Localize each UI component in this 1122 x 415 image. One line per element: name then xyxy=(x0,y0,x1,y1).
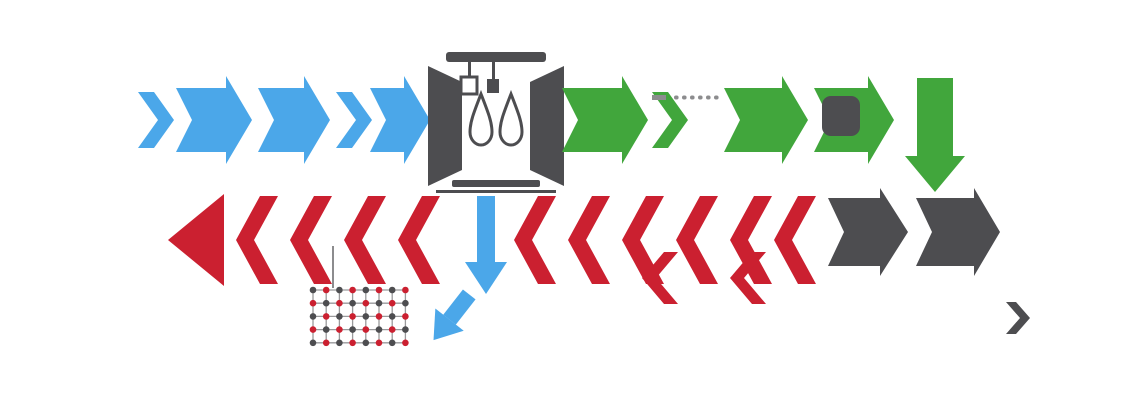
red-chevron-7 xyxy=(622,196,664,284)
lattice-atom xyxy=(375,339,383,347)
apparatus-base-bar xyxy=(452,180,540,187)
blue-down-arrow-head xyxy=(465,262,507,294)
lattice-atom xyxy=(336,339,343,347)
red-arrow-flow xyxy=(168,194,816,304)
lattice-atom xyxy=(336,286,343,294)
lattice-atom xyxy=(322,299,330,307)
lattice-atom xyxy=(362,299,370,307)
lattice-atom xyxy=(309,339,317,347)
dashed-annotation xyxy=(652,95,722,100)
lattice-atom xyxy=(349,299,356,307)
sample-pellet-icon xyxy=(822,96,860,136)
lattice-atom xyxy=(375,299,383,307)
lattice-atom xyxy=(402,299,409,307)
lattice-atom xyxy=(388,299,396,307)
lattice-atom xyxy=(349,286,356,294)
lattice-atom xyxy=(349,326,356,333)
red-chevron-5 xyxy=(514,196,556,284)
droplet-icon-1 xyxy=(468,89,494,147)
lattice-atom xyxy=(388,326,396,333)
lattice-atom xyxy=(402,286,409,294)
lattice-atom xyxy=(388,339,396,347)
apparatus-outlined-parts xyxy=(459,75,524,147)
lattice-atom xyxy=(336,313,343,320)
lattice-atom xyxy=(402,326,409,333)
red-chevron-8 xyxy=(676,196,718,284)
red-chevron-4 xyxy=(398,196,440,284)
green-arrow-1 xyxy=(562,76,648,164)
blue-angled-arrow-shaft xyxy=(443,289,476,325)
lattice-atom xyxy=(375,326,383,333)
red-chevron-1 xyxy=(236,196,278,284)
blue-arrow-2 xyxy=(258,76,330,164)
red-chevron-6 xyxy=(568,196,610,284)
lattice-atom xyxy=(402,339,409,347)
green-arrow-flow xyxy=(562,76,965,192)
lattice-atoms xyxy=(309,286,409,347)
blue-angled-arrow-head xyxy=(433,308,464,341)
droplet-icon-2 xyxy=(498,89,524,147)
lattice-atom xyxy=(336,299,343,307)
lattice-atom xyxy=(322,326,330,333)
lattice-atom xyxy=(349,339,356,347)
red-arrowhead xyxy=(168,194,224,286)
lattice-atom xyxy=(375,286,383,294)
red-chevron-3 xyxy=(344,196,386,284)
red-sub-chevron-1 xyxy=(642,252,678,304)
lattice-atom xyxy=(322,313,330,320)
blue-angled-arrow xyxy=(433,289,476,341)
small-chevron-icon xyxy=(1006,302,1030,334)
apparatus-open-square xyxy=(459,75,479,96)
lattice-atom xyxy=(388,313,396,320)
dark-arrow-1 xyxy=(828,188,908,276)
crystal-lattice-icon xyxy=(309,246,409,347)
lattice-atom xyxy=(309,326,317,333)
green-arrow-2 xyxy=(724,76,808,164)
blue-arrow-3 xyxy=(370,76,430,164)
lattice-atom xyxy=(322,286,330,294)
apparatus-solid-square xyxy=(487,79,499,93)
blue-chevron-2 xyxy=(336,92,372,148)
annotation-dash xyxy=(652,95,666,100)
red-chevron-2 xyxy=(290,196,332,284)
apparatus-base-line xyxy=(436,190,556,193)
blue-down-arrow xyxy=(465,196,507,294)
lattice-atom xyxy=(309,313,317,320)
lattice-atom xyxy=(362,286,370,294)
lattice-atom xyxy=(336,326,343,333)
green-down-arrow xyxy=(905,78,965,192)
red-chevron-10 xyxy=(774,196,816,284)
lattice-atom xyxy=(388,286,396,294)
apparatus-hanger-line-1 xyxy=(468,62,471,77)
green-chevron-1 xyxy=(652,92,688,148)
lattice-atom xyxy=(309,299,317,307)
dark-arrow-2 xyxy=(916,188,1000,276)
red-sub-chevron-2 xyxy=(730,252,766,304)
dark-arrow-flow xyxy=(828,188,1030,334)
blue-arrow-1 xyxy=(176,76,252,164)
lattice-atom xyxy=(309,286,317,294)
apparatus-top-bar xyxy=(446,52,546,62)
lattice-atom xyxy=(362,339,370,347)
apparatus-left-wall xyxy=(428,66,462,186)
blue-down-arrow-shaft xyxy=(477,196,495,262)
furnace-with-droplets-icon xyxy=(428,52,564,193)
apparatus-hanger-line-2 xyxy=(492,62,495,79)
apparatus-right-wall xyxy=(530,66,564,186)
lattice-atom xyxy=(322,339,330,347)
blue-arrow-flow xyxy=(138,76,430,164)
lattice-atom xyxy=(375,313,383,320)
lattice-atom xyxy=(402,313,409,320)
lattice-atom xyxy=(362,326,370,333)
lattice-atom xyxy=(349,313,356,320)
blue-chevron-1 xyxy=(138,92,174,148)
lattice-atom xyxy=(362,313,370,320)
